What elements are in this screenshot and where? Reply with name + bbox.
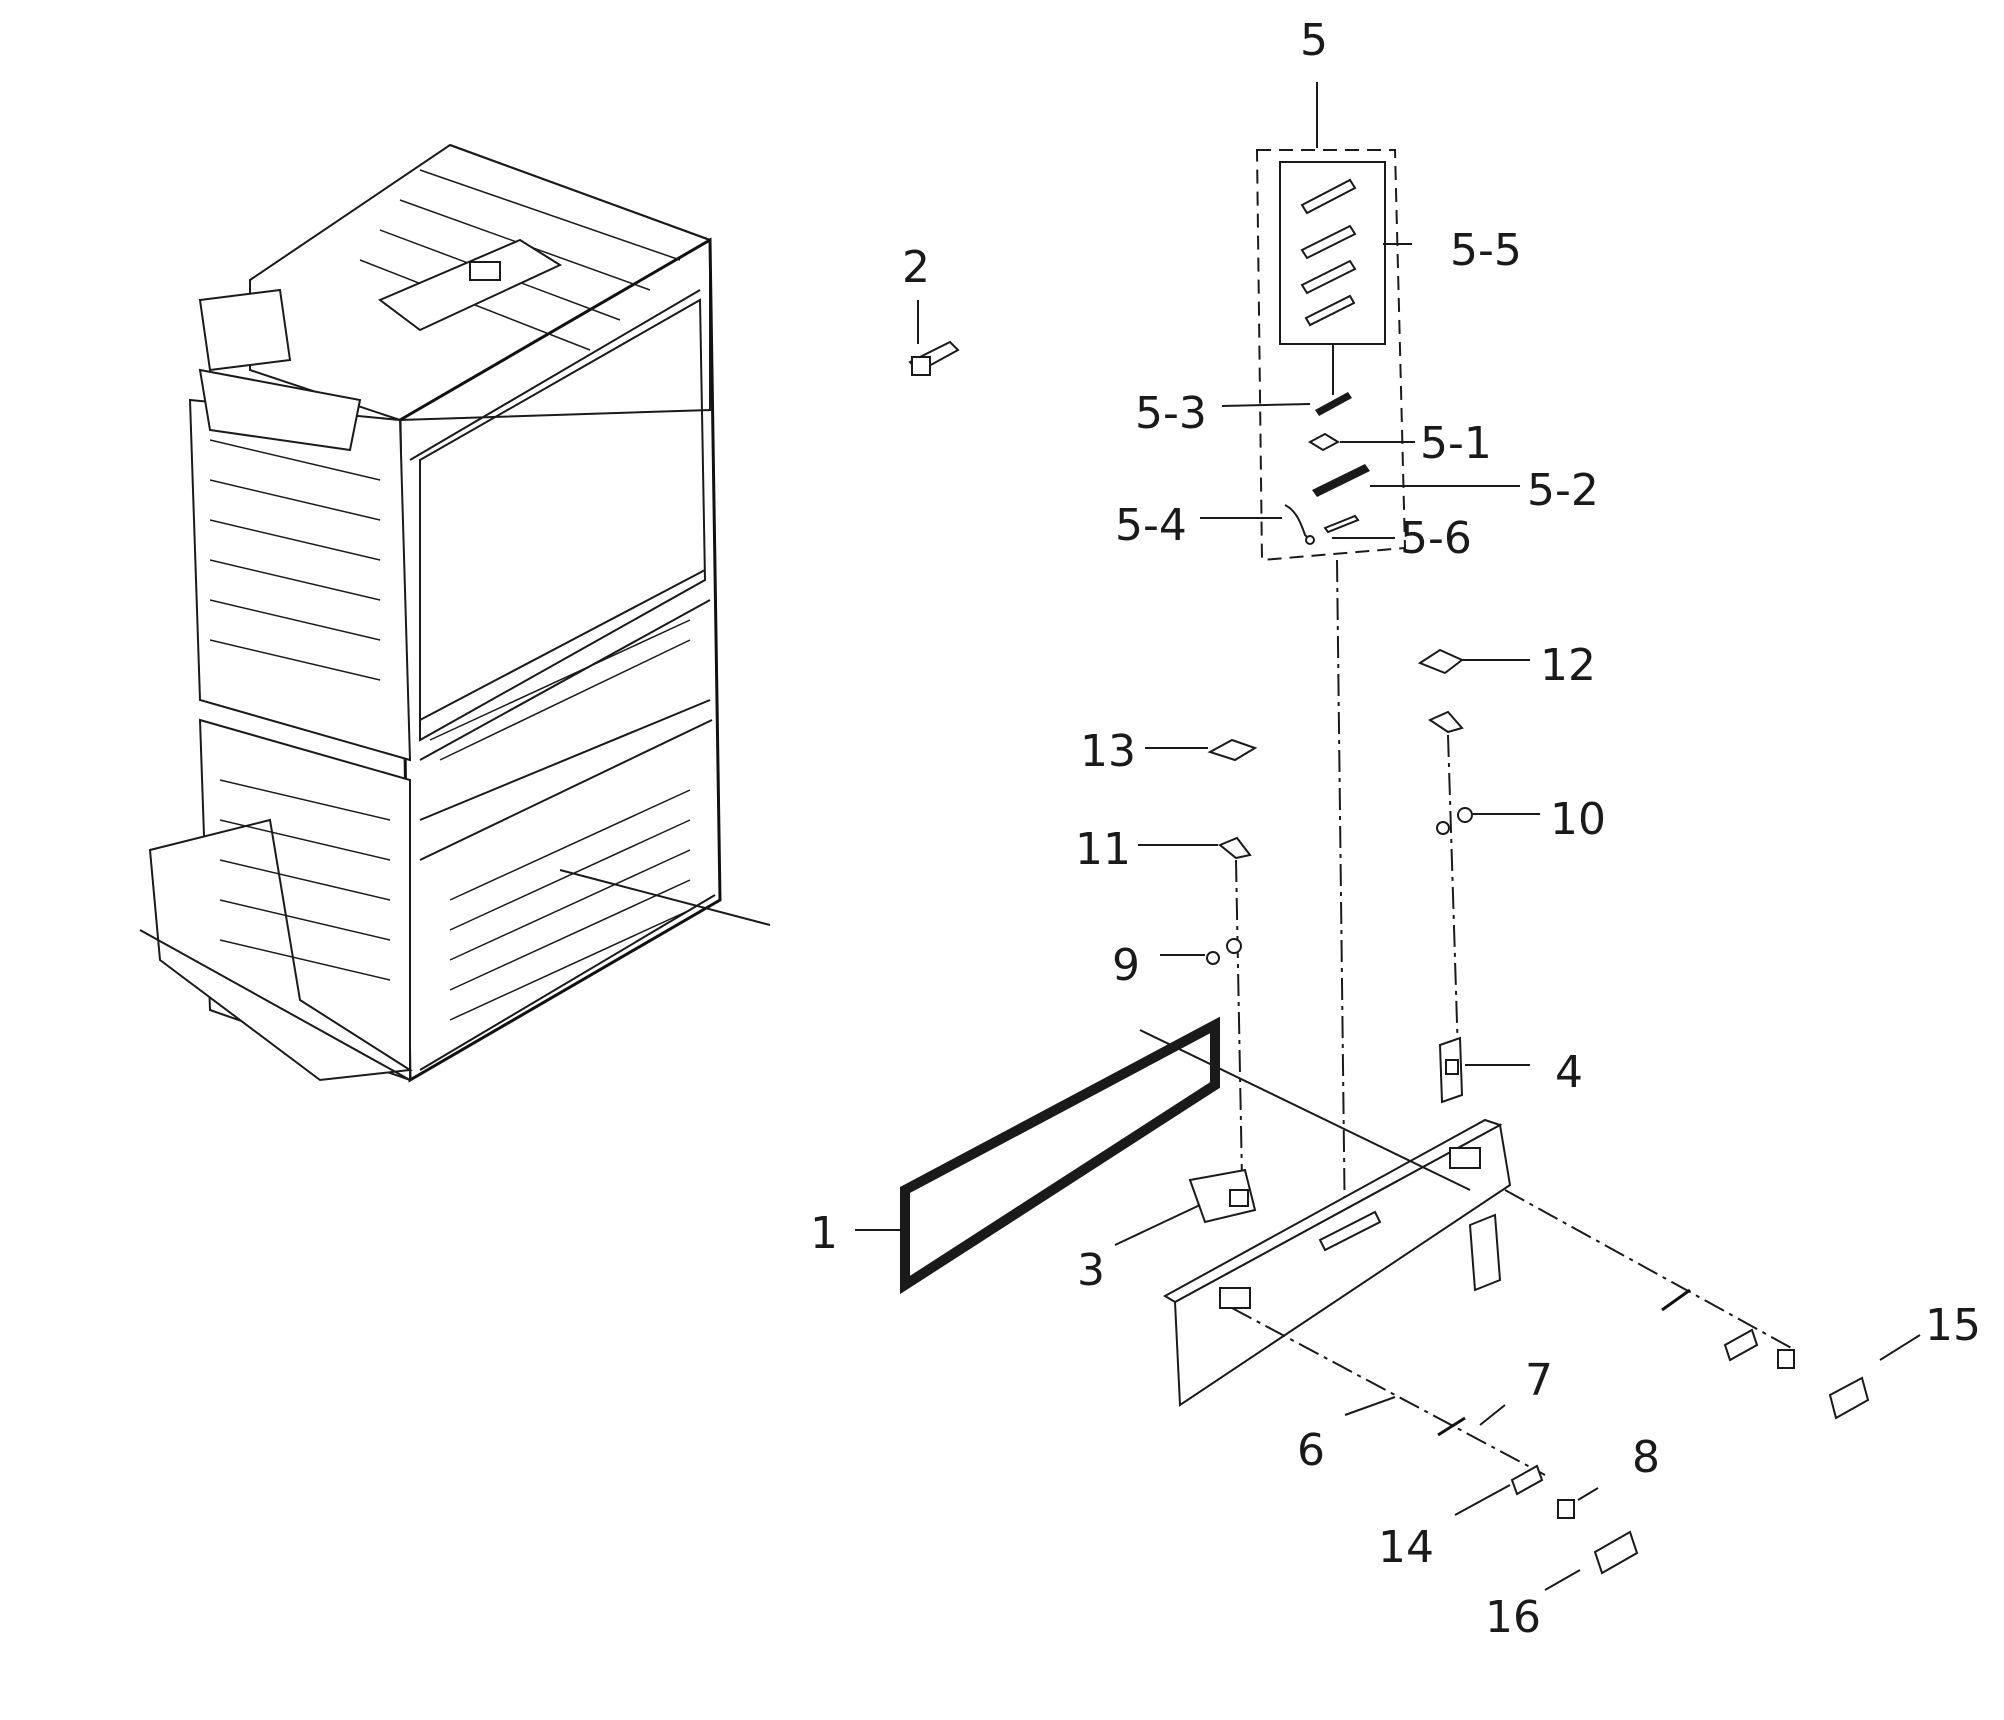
label-5-5: 5-5 — [1450, 225, 1522, 276]
part-8-screw — [1557, 1487, 1599, 1519]
part-13-clip — [1145, 738, 1258, 762]
label-9: 9 — [1112, 940, 1140, 991]
part-5-assembly — [1200, 82, 1520, 562]
label-5-3: 5-3 — [1135, 388, 1207, 439]
label-2: 2 — [902, 242, 930, 293]
leader-lower-rail — [1231, 1307, 1546, 1476]
part-6-7-spacers — [1344, 1396, 1506, 1437]
part-11-hinge-pin — [1138, 836, 1252, 1181]
part-2-bracket — [908, 300, 960, 376]
drawer-panel — [1139, 1029, 1512, 1407]
label-10: 10 — [1550, 794, 1606, 845]
label-5-1: 5-1 — [1420, 418, 1492, 469]
label-12: 12 — [1540, 640, 1596, 691]
label-5-4: 5-4 — [1115, 500, 1187, 551]
refrigerator-cabinet — [139, 143, 771, 1083]
leader-5-to-panel — [1336, 559, 1346, 1236]
part-9-bushing — [1160, 938, 1242, 965]
part-1-gasket — [855, 1016, 1220, 1295]
label-5-6: 5-6 — [1400, 513, 1472, 564]
label-16: 16 — [1485, 1592, 1541, 1643]
label-14: 14 — [1378, 1522, 1434, 1573]
label-15: 15 — [1925, 1300, 1981, 1351]
label-11: 11 — [1075, 824, 1131, 875]
label-1: 1 — [810, 1208, 838, 1259]
label-8: 8 — [1632, 1432, 1660, 1483]
label-5-2: 5-2 — [1527, 465, 1599, 516]
right-rail-hardware — [1661, 1288, 1795, 1369]
label-7: 7 — [1525, 1355, 1553, 1406]
part-12-clip — [1417, 648, 1530, 675]
label-3: 3 — [1077, 1245, 1105, 1296]
label-13: 13 — [1080, 726, 1136, 777]
part-4-hinge-bracket — [1438, 1036, 1530, 1104]
part-10-hinge-pin — [1427, 710, 1540, 1056]
part-14-plate — [1454, 1464, 1544, 1516]
label-6: 6 — [1297, 1425, 1325, 1476]
part-5-5-strips — [1300, 178, 1357, 327]
label-4: 4 — [1555, 1047, 1583, 1098]
label-5: 5 — [1300, 15, 1328, 66]
leader-right-rail — [1504, 1189, 1796, 1351]
part-15-roller — [1828, 1334, 1921, 1420]
part-16-roller — [1544, 1530, 1639, 1591]
part-3-hinge-bracket — [1114, 1168, 1257, 1246]
